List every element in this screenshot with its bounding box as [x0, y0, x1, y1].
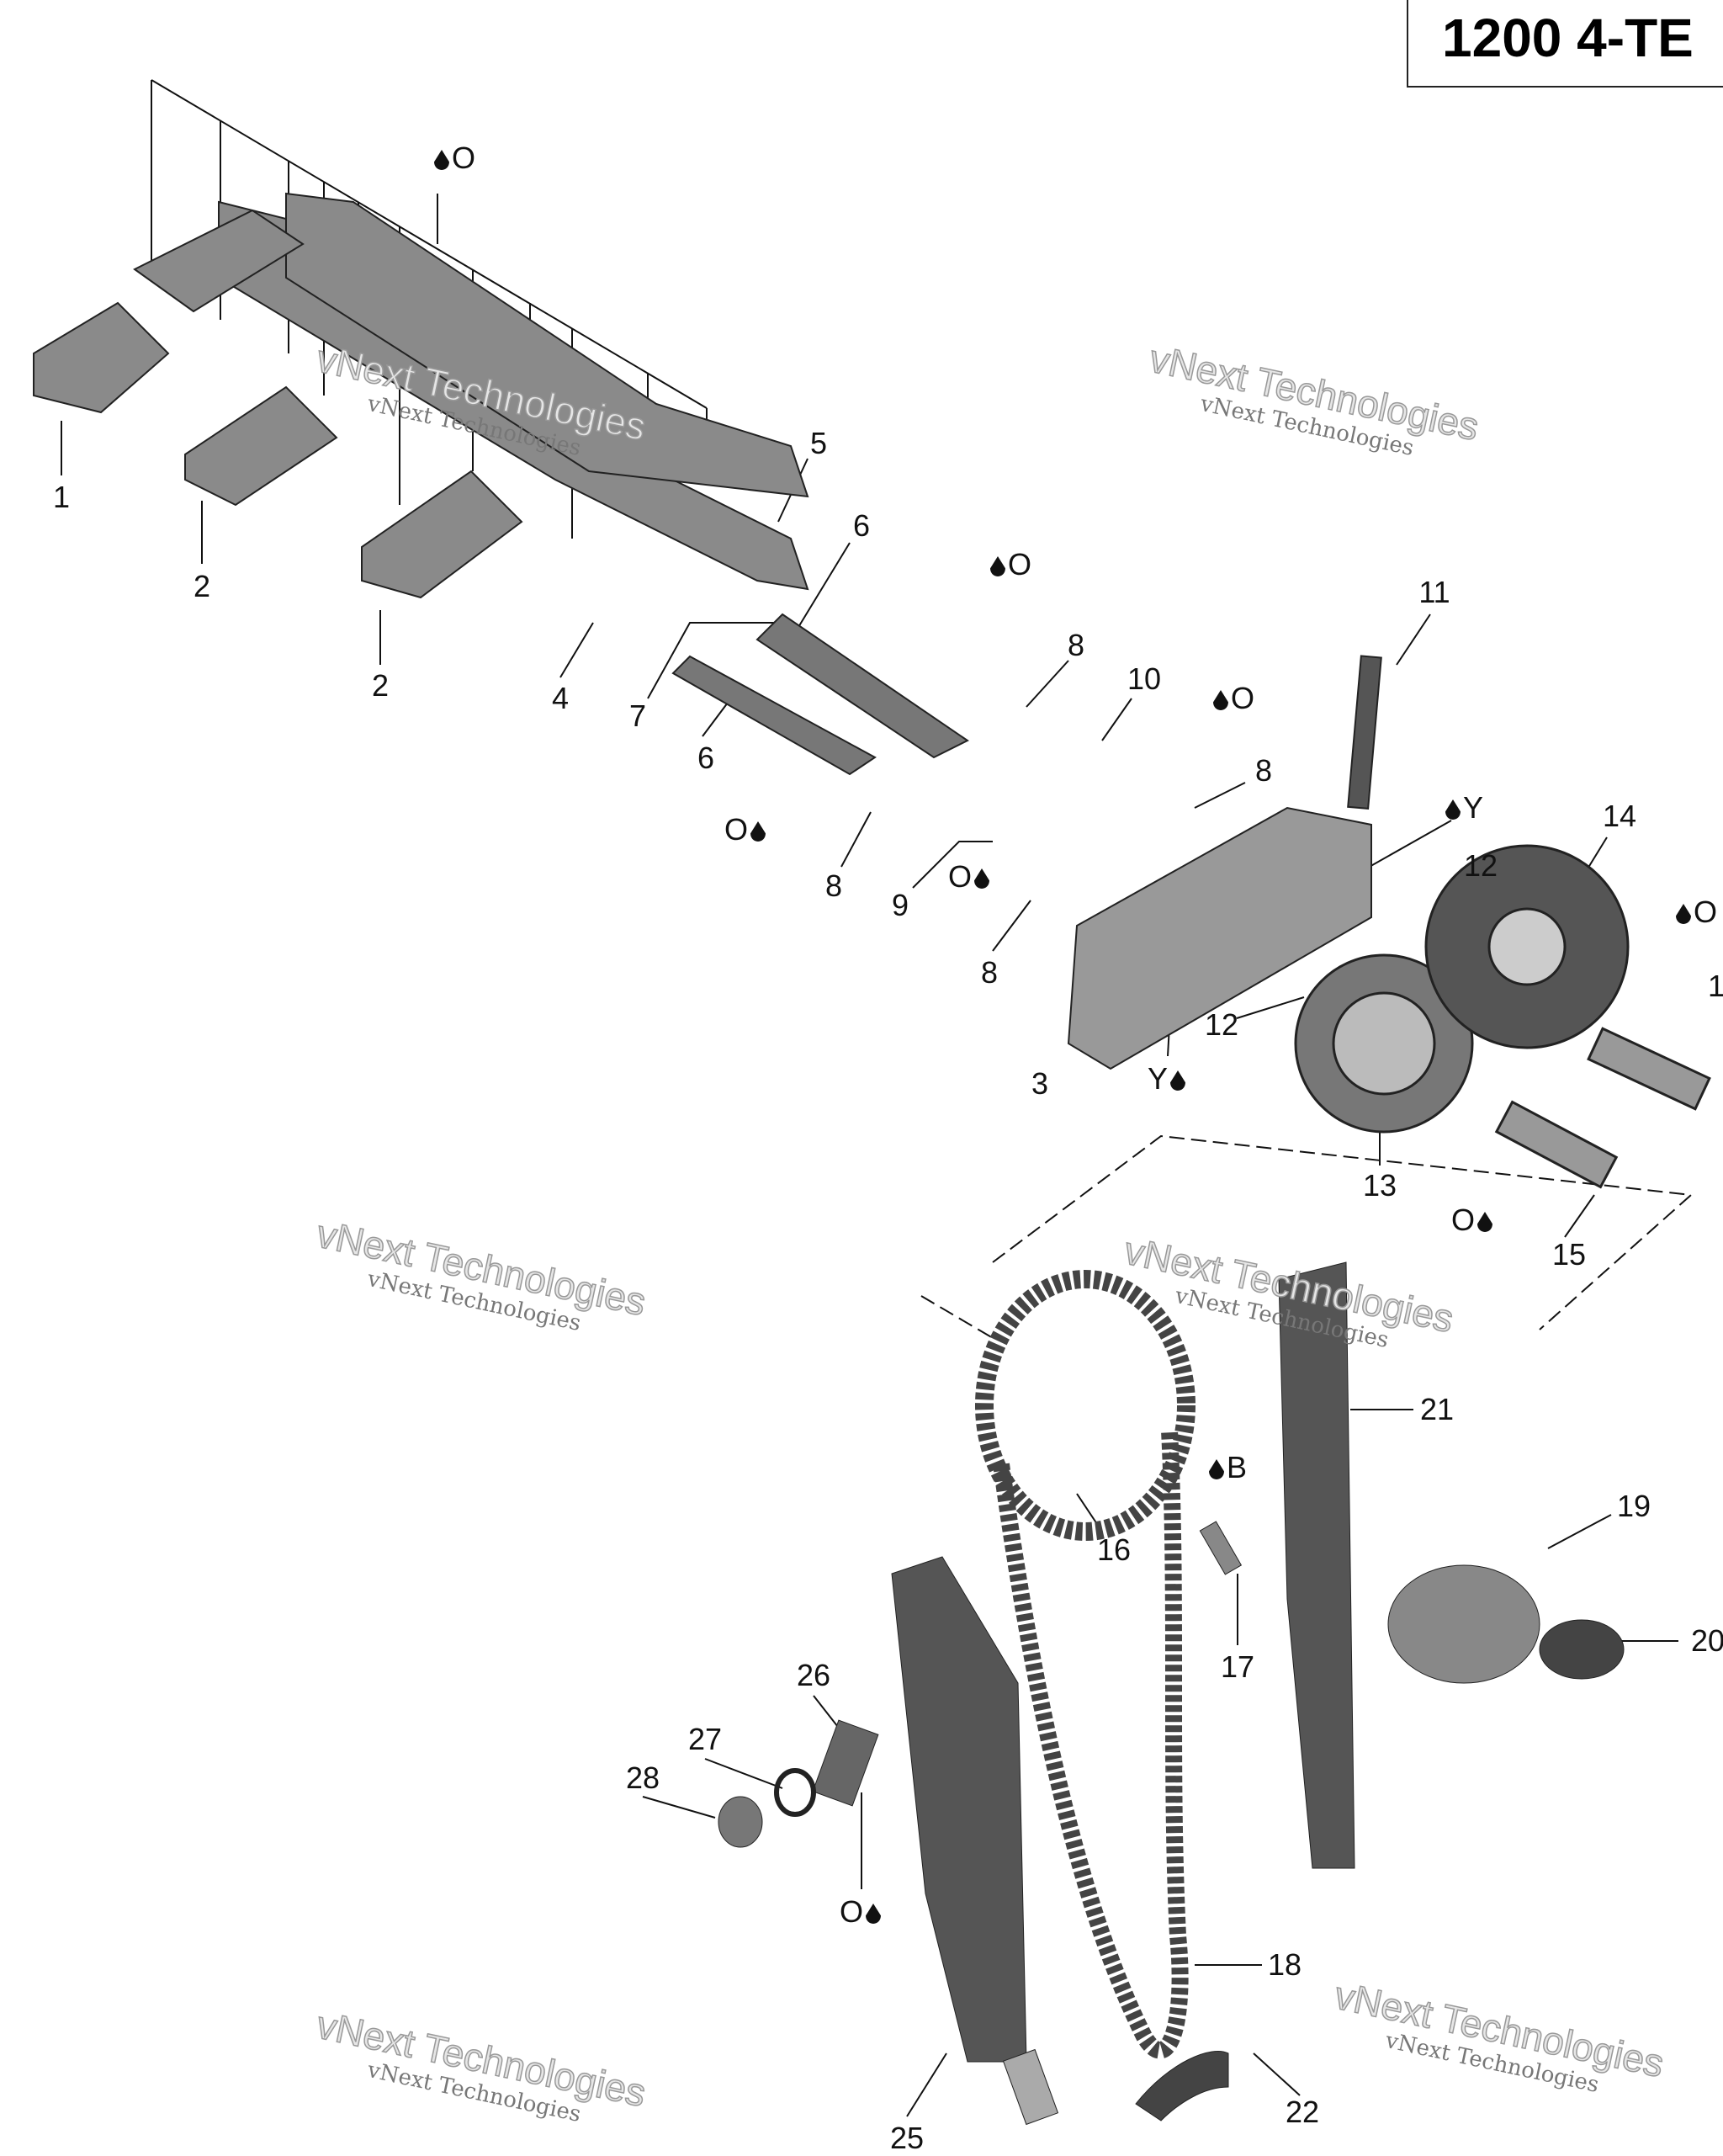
callout-8: 8 [1254, 753, 1273, 788]
callout-3: 3 [1031, 1066, 1049, 1101]
callout-2: 2 [193, 569, 211, 603]
callout-2: 2 [371, 668, 390, 703]
callout-12: 12 [1204, 1007, 1239, 1042]
callout-25: 25 [889, 2121, 925, 2155]
callout-12: 12 [1463, 848, 1498, 883]
callout-6: 6 [852, 508, 871, 543]
callout-19: 19 [1616, 1489, 1651, 1523]
oil-marker: O [1211, 681, 1254, 716]
grease-y-marker: Y [1148, 1061, 1188, 1097]
grease-y-marker: Y [1443, 790, 1483, 826]
callout-21: 21 [1419, 1392, 1455, 1426]
callout-26: 26 [796, 1658, 831, 1692]
callout-1-partial: 1 [1707, 969, 1723, 1003]
oil-drop-icon [989, 556, 1005, 576]
callout-27: 27 [687, 1722, 723, 1756]
callout-8: 8 [1067, 628, 1085, 662]
oil-drop-icon [1170, 1070, 1186, 1091]
camshaft-parts [33, 192, 1382, 1070]
callout-17: 17 [1220, 1649, 1255, 1684]
oil-marker: O [948, 859, 992, 895]
callout-5: 5 [809, 426, 828, 460]
oil-drop-icon [1212, 690, 1228, 710]
oil-marker: O [1451, 1203, 1495, 1238]
timing-chain-parts [718, 1261, 1625, 2126]
oil-drop-icon [750, 821, 766, 842]
callout-16: 16 [1096, 1532, 1132, 1567]
oil-drop-icon [974, 868, 990, 889]
callout-10: 10 [1127, 661, 1162, 696]
callout-15: 15 [1551, 1237, 1587, 1272]
oil-drop-icon [866, 1904, 882, 1924]
gears [1294, 844, 1711, 1189]
callout-9: 9 [891, 888, 909, 922]
callout-6: 6 [697, 741, 715, 775]
callout-28: 28 [625, 1760, 660, 1795]
oil-marker: O [840, 1894, 883, 1930]
callout-11: 11 [1418, 575, 1450, 609]
callout-13: 13 [1362, 1168, 1397, 1203]
oil-marker: O [724, 812, 768, 847]
callout-8: 8 [824, 868, 843, 903]
callout-1: 1 [52, 480, 71, 514]
assembly-dash-box [920, 1134, 1694, 1339]
callout-22: 22 [1285, 2095, 1320, 2129]
oil-drop-icon [1477, 1212, 1493, 1232]
callout-20: 20 [1690, 1623, 1723, 1658]
threadlocker-b-marker: B [1206, 1450, 1247, 1485]
oil-drop-icon [1208, 1459, 1224, 1479]
oil-drop-icon [1675, 904, 1691, 924]
diagram-title: 1200 4-TE [1442, 8, 1694, 68]
callout-8: 8 [980, 955, 999, 990]
callout-7: 7 [628, 698, 647, 733]
oil-drop-icon [1445, 799, 1461, 820]
oil-marker: O [1673, 895, 1717, 930]
callout-4: 4 [551, 681, 570, 715]
oil-marker: O [432, 141, 475, 176]
callout-18: 18 [1267, 1947, 1302, 1982]
title-box: 1200 4-TE [1407, 0, 1723, 88]
callout-14: 14 [1602, 799, 1637, 833]
oil-drop-icon [433, 150, 449, 170]
oil-marker: O [988, 547, 1031, 582]
